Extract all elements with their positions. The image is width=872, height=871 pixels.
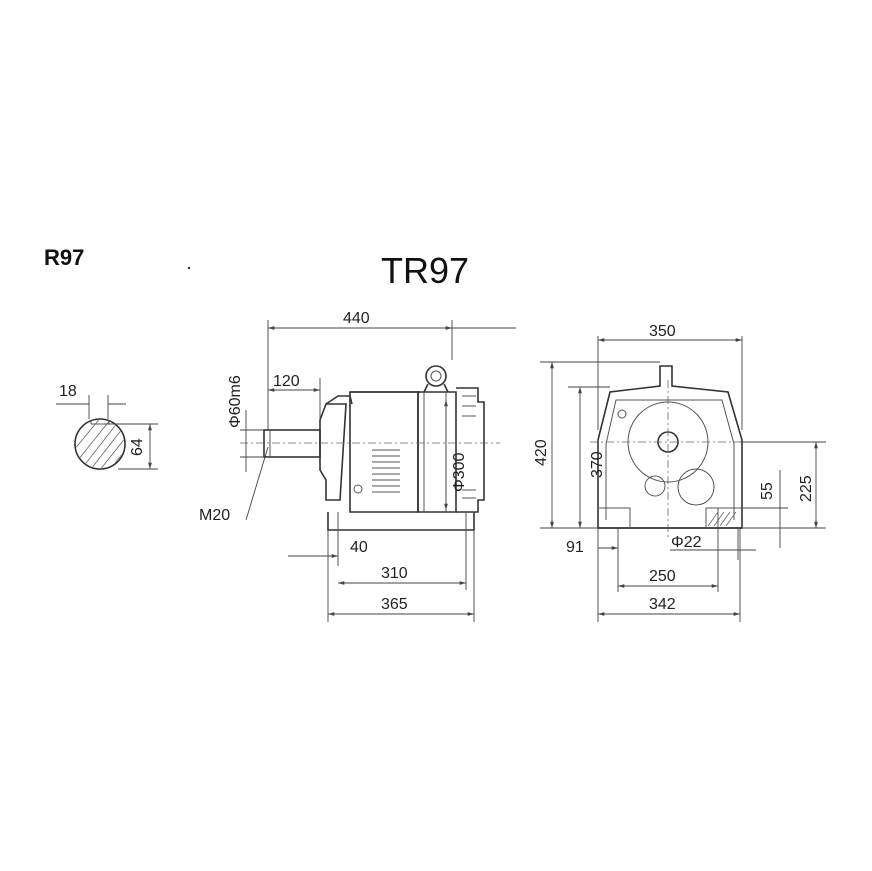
overall-height-label: 420 [533, 439, 550, 466]
foot-hole-diameter-label: Φ22 [671, 534, 702, 551]
foot-edge-offset-label: 91 [566, 539, 584, 556]
flange-diameter-label: Φ300 [451, 452, 468, 492]
shaft-height-label: 64 [129, 438, 146, 456]
lifting-eye [425, 365, 447, 387]
foot-length-label: 365 [381, 596, 408, 613]
shaft-diameter-label: Φ60m6 [227, 375, 244, 428]
front-housing [597, 365, 743, 529]
foot-hole-spacing-label: 310 [381, 565, 408, 582]
overall-width-label: 350 [649, 323, 676, 340]
thread-label: M20 [199, 507, 230, 524]
front-view: 350 420 370 225 55 91 Φ22 250 [533, 323, 826, 622]
overall-length-label: 440 [343, 310, 370, 327]
intermediate-bore [677, 468, 715, 506]
foot-offset-label: 40 [350, 539, 368, 556]
key-width-label: 18 [59, 383, 77, 400]
shaft-circle [74, 418, 126, 470]
oil-plug [353, 484, 363, 494]
model-title: R97 [44, 245, 84, 270]
stray-dot [187, 266, 191, 270]
foot-height-label: 55 [759, 482, 776, 500]
shaft-length-label: 120 [273, 373, 300, 390]
front-foot-hole-spacing-label: 250 [649, 568, 676, 585]
drawing-title: TR97 [381, 250, 469, 291]
shaft-section-view: 18 64 [56, 383, 158, 470]
gear-housing [349, 391, 419, 513]
shaft-center-height-label: 225 [798, 475, 815, 502]
body-height-label: 370 [589, 451, 606, 478]
output-shaft [263, 429, 321, 458]
side-view: 440 120 Φ60m6 Φ300 M20 40 310 365 [199, 310, 516, 622]
input-bore [644, 475, 666, 497]
foot-width-label: 342 [649, 596, 676, 613]
mounting-foot [327, 512, 475, 531]
